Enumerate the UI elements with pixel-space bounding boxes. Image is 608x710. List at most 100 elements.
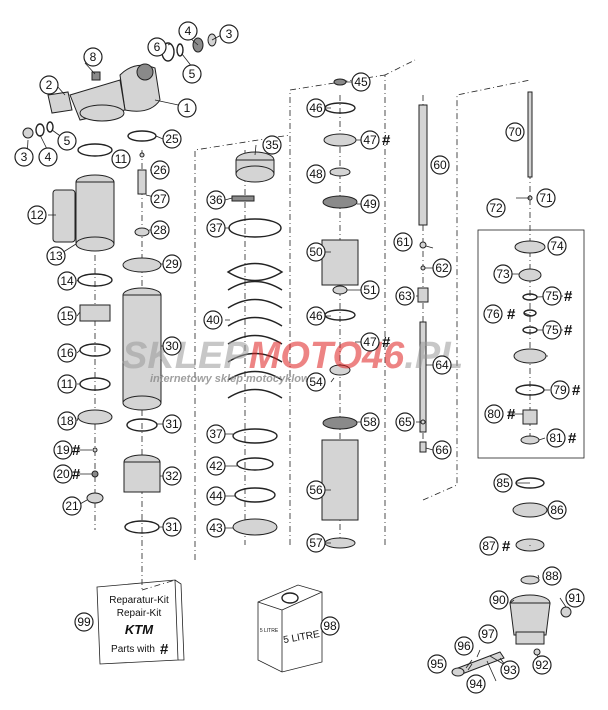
callout-3: 3	[219, 24, 239, 44]
callout-63: 63	[395, 286, 415, 306]
hash-81: #	[568, 430, 577, 447]
callout-58: 58	[360, 412, 380, 432]
watermark-subtitle: internetowy sklep motocyklowy	[150, 373, 317, 385]
svg-text:63: 63	[398, 289, 412, 303]
callout-11: 11	[111, 149, 131, 169]
svg-text:16: 16	[60, 346, 74, 360]
svg-text:80: 80	[487, 407, 501, 421]
svg-text:99: 99	[77, 615, 91, 629]
svg-text:56: 56	[309, 483, 323, 497]
svg-text:86: 86	[550, 503, 564, 517]
callout-11: 11	[57, 374, 77, 394]
callout-14: 14	[57, 271, 77, 291]
watermark-part1: SKLEP	[122, 335, 249, 377]
callout-80: 80	[484, 404, 504, 424]
callout-12: 12	[27, 205, 47, 225]
hash-87: #	[502, 538, 511, 555]
svg-text:36: 36	[209, 193, 223, 207]
callout-95: 95	[427, 654, 447, 674]
ktm-logo: KTM	[125, 622, 154, 637]
repair-kit-parts-with: Parts with	[111, 644, 155, 655]
callout-75: 75	[542, 286, 562, 306]
watermark-title: SKLEPMOTO46.PL	[122, 335, 463, 377]
svg-text:5: 5	[64, 134, 71, 148]
svg-text:11: 11	[115, 152, 128, 166]
callout-15: 15	[57, 306, 77, 326]
callout-1: 1	[177, 98, 197, 118]
callout-25: 25	[162, 129, 182, 149]
reservoir-assembly-parts	[22, 33, 217, 534]
callout-72: 72	[486, 198, 506, 218]
callout-2: 2	[39, 75, 59, 95]
callout-36: 36	[206, 190, 226, 210]
callout-73: 73	[493, 264, 513, 284]
callout-60: 60	[430, 155, 450, 175]
svg-text:54: 54	[309, 375, 323, 389]
callout-3: 3	[14, 147, 34, 167]
callout-48: 48	[306, 164, 326, 184]
svg-text:12: 12	[30, 208, 44, 222]
svg-text:75: 75	[545, 289, 559, 303]
svg-text:81: 81	[549, 431, 563, 445]
svg-text:4: 4	[45, 150, 52, 164]
svg-text:2: 2	[46, 78, 53, 92]
callout-62: 62	[432, 258, 452, 278]
callout-21: 21	[62, 496, 82, 516]
callout-93: 93	[500, 660, 520, 680]
callout-37: 37	[206, 218, 226, 238]
svg-text:95: 95	[430, 657, 444, 671]
svg-text:37: 37	[209, 221, 223, 235]
svg-text:75: 75	[545, 323, 559, 337]
callout-43: 43	[206, 518, 226, 538]
callout-16: 16	[57, 343, 77, 363]
hash-75a: #	[564, 288, 573, 305]
callout-27: 27	[150, 189, 170, 209]
svg-text:49: 49	[363, 197, 377, 211]
svg-text:14: 14	[60, 274, 74, 288]
svg-text:25: 25	[165, 132, 179, 146]
callout-91: 91	[565, 588, 585, 608]
callout-45: 45	[351, 72, 371, 92]
svg-text:79: 79	[553, 383, 567, 397]
repair-kit-line2: Repair-Kit	[117, 608, 162, 619]
callout-90: 90	[489, 590, 509, 610]
svg-text:88: 88	[545, 569, 559, 583]
svg-text:26: 26	[153, 163, 167, 177]
callout-86: 86	[547, 500, 567, 520]
svg-text:37: 37	[209, 427, 223, 441]
callout-18: 18	[57, 411, 77, 431]
piston-rod-parts	[417, 104, 429, 453]
callout-65: 65	[395, 412, 415, 432]
svg-text:98: 98	[323, 619, 337, 633]
callout-47: 47	[360, 332, 380, 352]
svg-text:46: 46	[309, 101, 323, 115]
repair-kit-box: Reparatur-Kit Repair-Kit KTM Parts with …	[96, 579, 185, 665]
callout-30: 30	[162, 336, 182, 356]
callout-94: 94	[466, 674, 486, 694]
callout-8: 8	[83, 47, 103, 67]
hash-20: #	[72, 466, 81, 483]
callout-70: 70	[505, 122, 525, 142]
svg-text:45: 45	[354, 75, 368, 89]
svg-text:48: 48	[309, 167, 323, 181]
svg-text:96: 96	[457, 639, 471, 653]
svg-text:85: 85	[496, 476, 510, 490]
oil-can-label: 5 LITRE	[283, 629, 321, 646]
callout-66: 66	[432, 440, 452, 460]
svg-text:90: 90	[492, 593, 506, 607]
callout-42: 42	[206, 456, 226, 476]
svg-text:4: 4	[185, 24, 192, 38]
svg-text:76: 76	[486, 307, 500, 321]
svg-text:11: 11	[61, 377, 74, 391]
svg-text:5: 5	[189, 67, 196, 81]
needle-and-valve-kit-parts	[477, 91, 585, 459]
callout-28: 28	[150, 220, 170, 240]
callout-85: 85	[493, 473, 513, 493]
svg-text:13: 13	[49, 249, 63, 263]
callout-71: 71	[536, 188, 556, 208]
svg-text:94: 94	[469, 677, 483, 691]
svg-text:42: 42	[209, 459, 223, 473]
callout-44: 44	[206, 486, 226, 506]
svg-text:28: 28	[153, 223, 167, 237]
